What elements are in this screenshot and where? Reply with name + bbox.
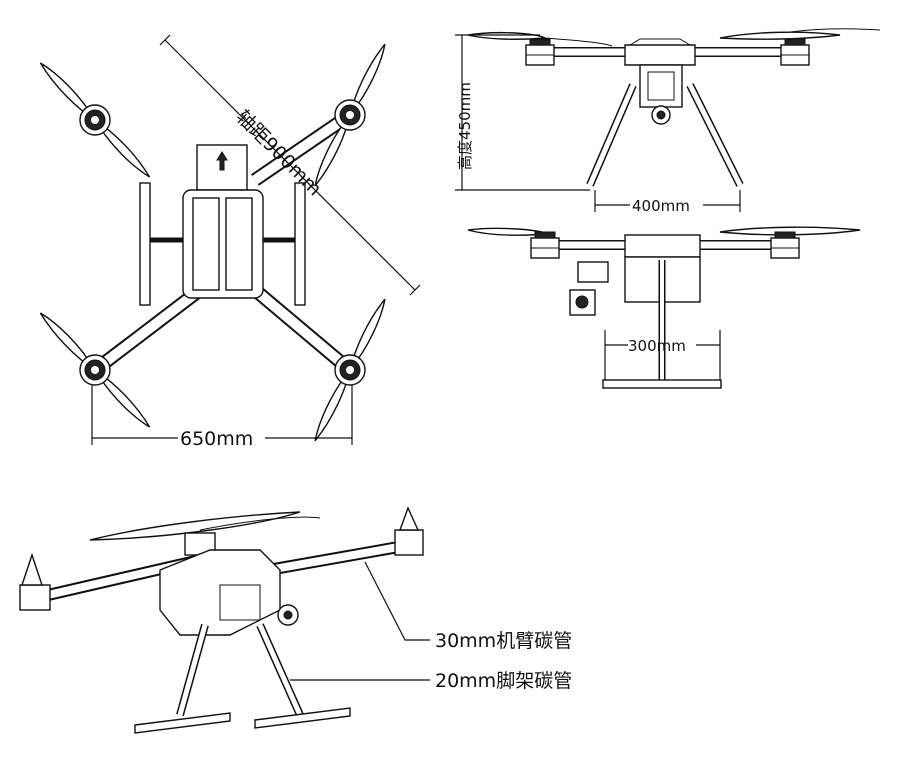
top-view: 轴距900mm 650mm	[39, 34, 421, 450]
height-dimension: 高度450mm	[455, 34, 590, 191]
arm-tube-callout: 30mm机臂碳管	[364, 561, 572, 652]
skid-width-dimension: 300mm	[604, 330, 721, 380]
height-label: 高度450mm	[456, 82, 474, 170]
side-view: 300mm	[467, 226, 861, 389]
perspective-view: 30mm机臂碳管 20mm脚架碳管	[19, 506, 572, 734]
skid-width-label: 300mm	[628, 337, 686, 355]
leg-tube-callout: 20mm脚架碳管	[290, 670, 572, 692]
landing-gear-bars	[139, 182, 306, 306]
body	[182, 144, 264, 299]
width-dimension: 650mm	[91, 385, 353, 450]
width-label: 650mm	[180, 428, 253, 450]
leg-span-label: 400mm	[632, 197, 690, 215]
leg-tube-label: 20mm脚架碳管	[435, 670, 572, 692]
front-view: 高度450mm 400mm	[455, 28, 881, 215]
leg-span-dimension: 400mm	[594, 190, 741, 215]
arm-tube-label: 30mm机臂碳管	[435, 630, 572, 652]
arms	[90, 109, 355, 376]
